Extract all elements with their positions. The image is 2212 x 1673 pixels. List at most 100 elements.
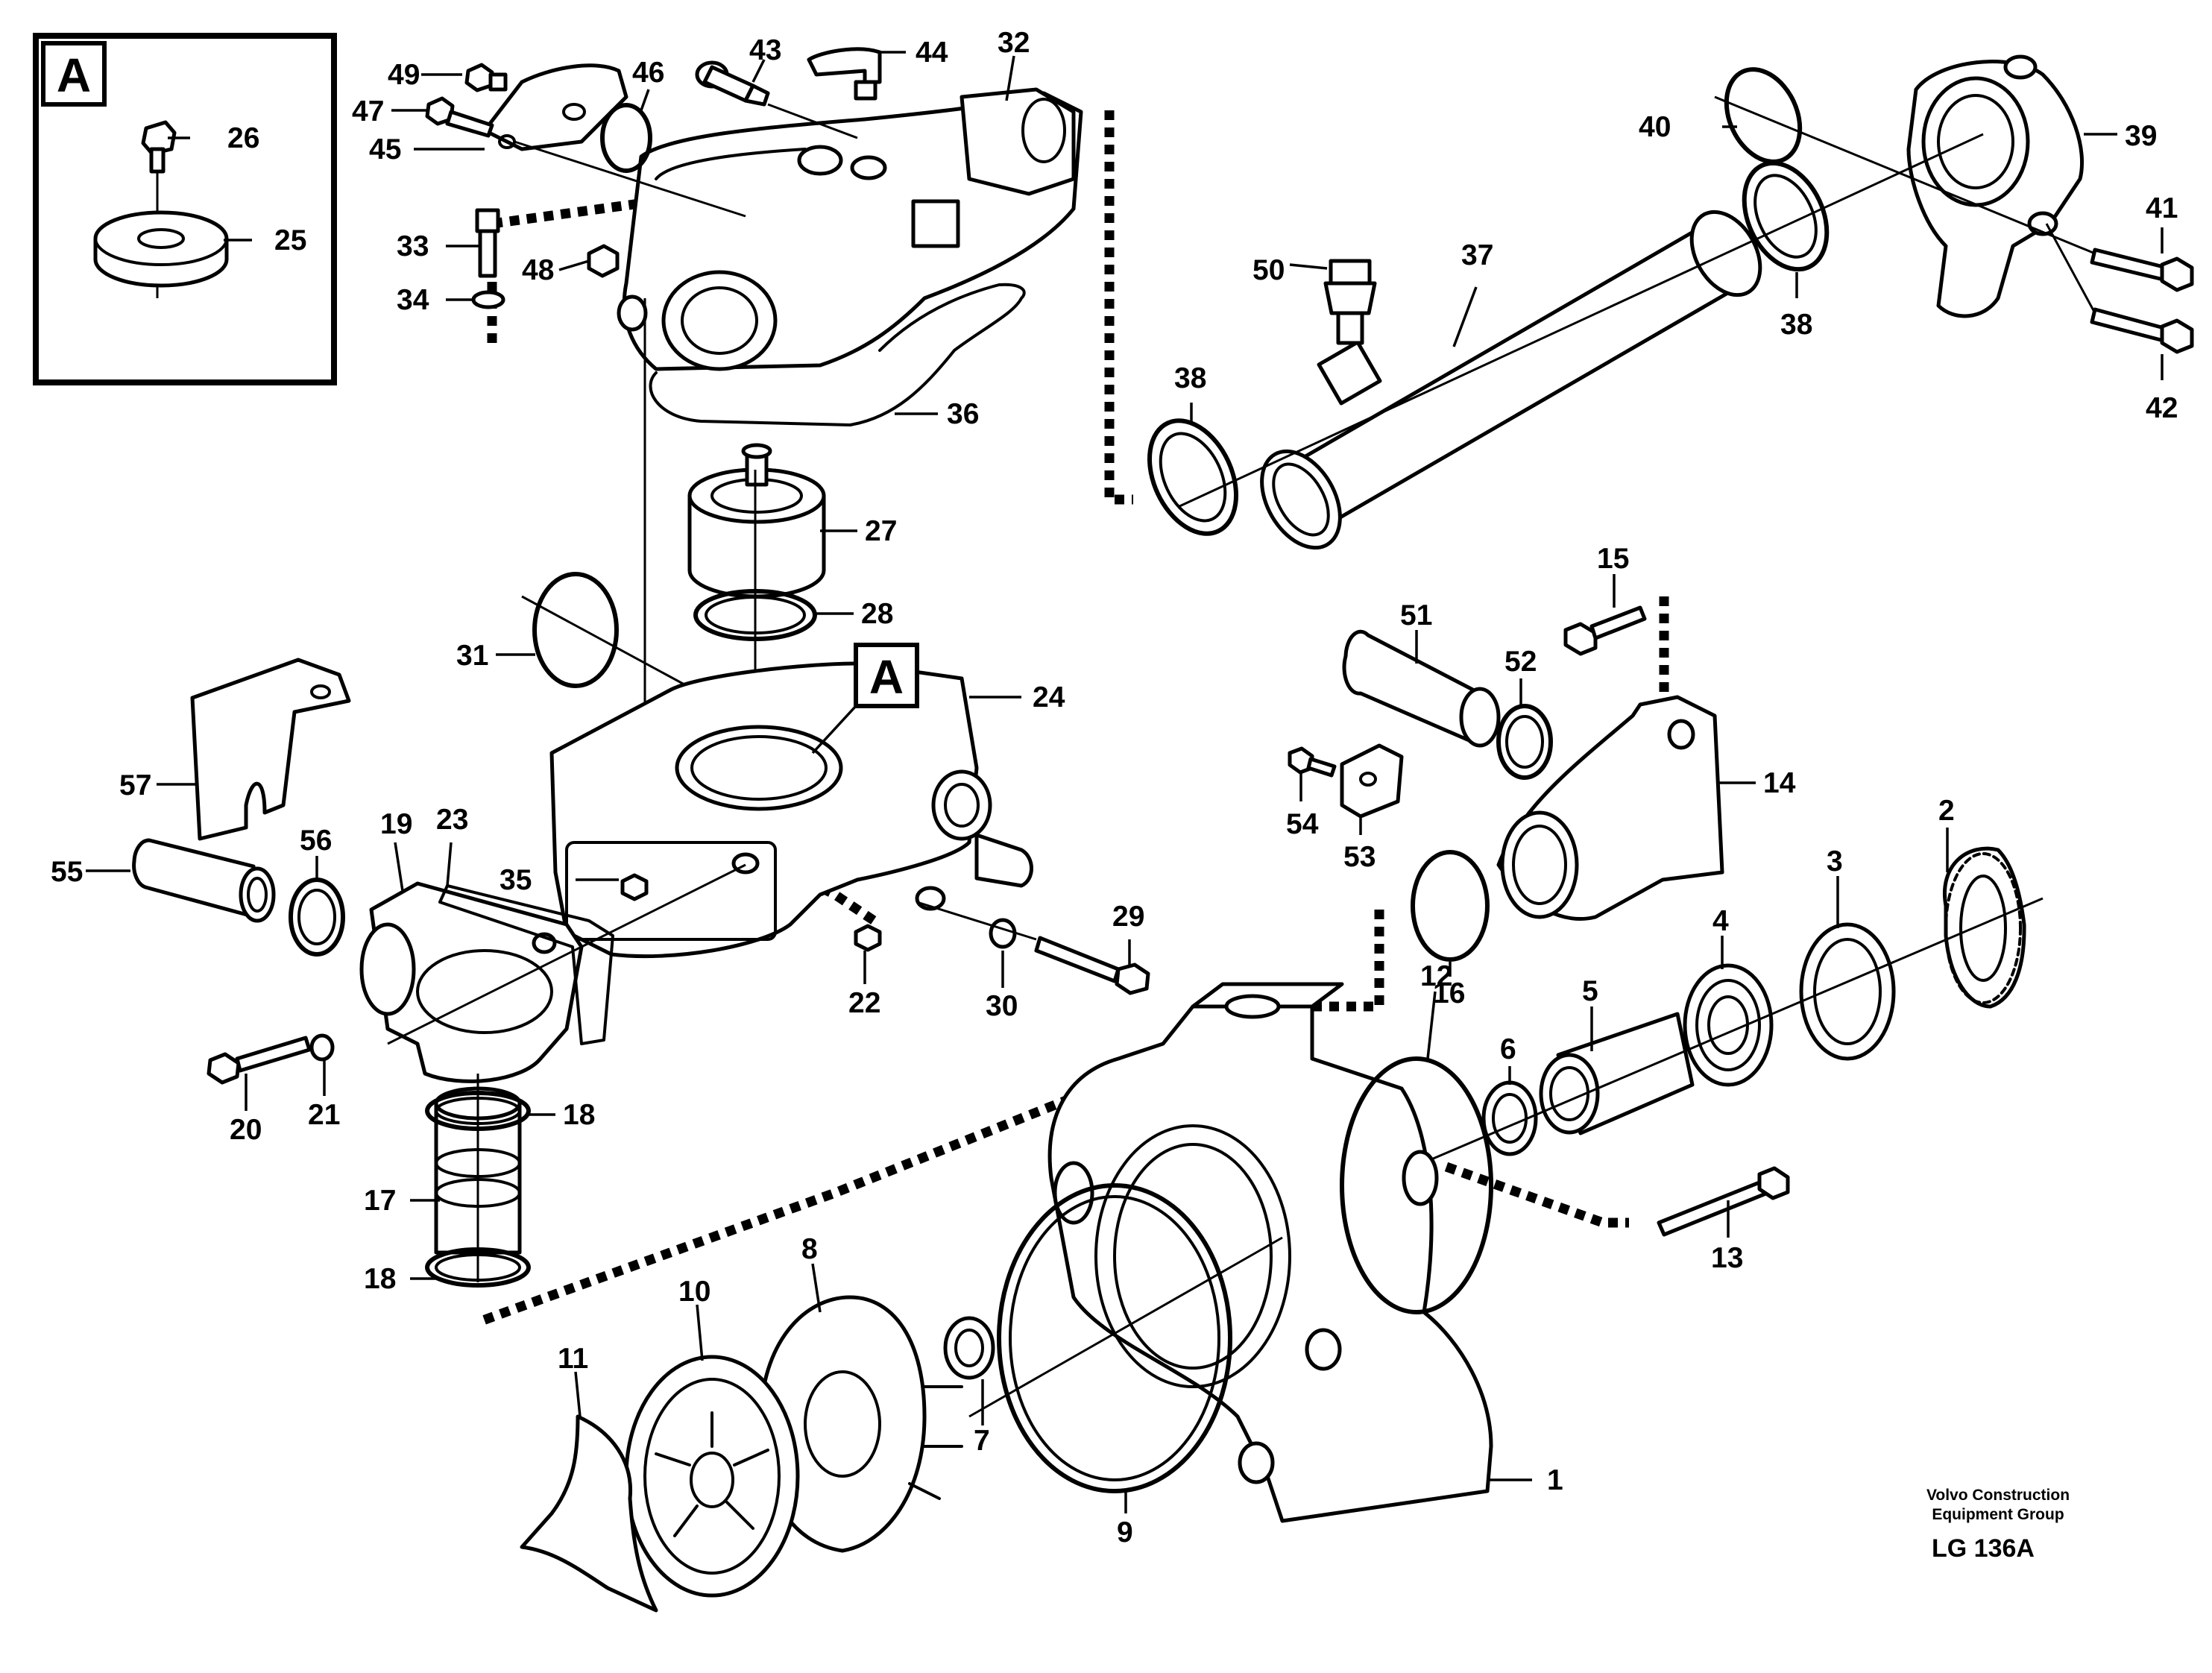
- leaders-top: [391, 51, 1015, 835]
- callout-12: 12: [1420, 960, 1452, 992]
- callout-41: 41: [2146, 192, 2178, 224]
- callout-53: 53: [1343, 841, 1376, 873]
- callout-4: 4: [1712, 905, 1729, 937]
- callout-43: 43: [749, 34, 781, 66]
- nut-35-drawing: [620, 873, 649, 901]
- callout-24: 24: [1033, 681, 1065, 713]
- sleeve-5-drawing: [1539, 1012, 1695, 1135]
- hub-11-drawing: [520, 1414, 658, 1613]
- oring-46-drawing: [600, 103, 652, 173]
- callout-6: 6: [1500, 1033, 1516, 1065]
- callout-40: 40: [1639, 111, 1671, 143]
- thermostat-cover-32: [617, 87, 1083, 371]
- bolt-49-drawing: [464, 63, 508, 92]
- credit-line-2: Equipment Group: [1932, 1506, 2064, 1523]
- gasket-36-drawing: [649, 283, 1026, 426]
- nut-22-drawing: [854, 924, 882, 952]
- callout-15: 15: [1597, 543, 1629, 575]
- callout-54: 54: [1286, 808, 1319, 840]
- oring-40-drawing: [1724, 67, 1803, 164]
- callout-38b: 38: [1780, 309, 1812, 341]
- callout-29: 29: [1112, 901, 1144, 933]
- callout-47: 47: [352, 95, 384, 127]
- washer-25-drawing: [93, 210, 229, 288]
- callout-14: 14: [1763, 767, 1796, 799]
- sensor-43-drawing: [695, 60, 770, 107]
- callout-2: 2: [1938, 795, 1955, 827]
- callout-39: 39: [2125, 120, 2157, 152]
- callout-33: 33: [397, 230, 429, 262]
- bolt-42-drawing: [2090, 307, 2194, 354]
- callout-42: 42: [2146, 392, 2178, 424]
- impeller-8-drawing: [758, 1295, 963, 1553]
- callout-51: 51: [1400, 599, 1432, 631]
- callout-21: 21: [308, 1099, 340, 1131]
- seal-38a-drawing: [1147, 418, 1239, 536]
- washer-30-drawing: [989, 918, 1017, 949]
- callout-32: 32: [998, 27, 1030, 59]
- callout-16: 16: [1433, 977, 1465, 1009]
- gasket-23-drawing: [438, 884, 614, 1045]
- callout-46: 46: [632, 57, 664, 89]
- pipe-55-drawing: [132, 838, 276, 923]
- callout-48: 48: [522, 254, 554, 286]
- callout-26: 26: [227, 122, 259, 154]
- bolt-13-drawing: [1657, 1166, 1790, 1237]
- bolt-47-drawing: [425, 96, 494, 138]
- detail-box-label: A: [57, 48, 91, 102]
- bolt-29-drawing: [1034, 936, 1150, 995]
- callout-3: 3: [1827, 845, 1843, 878]
- elbow-44-drawing: [807, 47, 882, 101]
- callout-34: 34: [397, 284, 429, 316]
- callout-44: 44: [916, 37, 948, 69]
- seal-56-drawing: [289, 878, 345, 957]
- drawing-code: LG 136A: [1932, 1534, 2035, 1563]
- bearing-4-drawing: [1683, 963, 1774, 1087]
- bolt-41-drawing: [2090, 248, 2194, 292]
- cover-10-drawing: [624, 1355, 800, 1598]
- nut-48-drawing: [587, 244, 620, 278]
- callout-57: 57: [119, 769, 151, 801]
- credit-line-1: Volvo Construction: [1926, 1487, 2070, 1504]
- callout-49: 49: [388, 59, 420, 91]
- callout-28: 28: [861, 598, 893, 630]
- callout-45: 45: [369, 133, 401, 166]
- detail-box-a: A 26 25: [33, 33, 337, 385]
- washer-34-drawing: [471, 290, 505, 309]
- seal-38b-drawing: [1742, 160, 1830, 272]
- callout-11: 11: [558, 1343, 588, 1375]
- callout-8: 8: [801, 1233, 818, 1265]
- callout-5: 5: [1582, 975, 1598, 1007]
- callout-52: 52: [1504, 646, 1537, 678]
- callout-38a: 38: [1174, 362, 1206, 394]
- callout-23: 23: [436, 804, 468, 836]
- bolt-15-drawing: [1563, 605, 1647, 656]
- bolt-20-drawing: [207, 1036, 312, 1085]
- pipe-37-drawing: [1260, 209, 1762, 550]
- callout-50: 50: [1252, 254, 1285, 286]
- housing-24-drawing: [549, 661, 1033, 959]
- housing-detail-label: A: [869, 650, 904, 704]
- callout-37: 37: [1461, 239, 1493, 271]
- bracket-57-drawing: [190, 658, 351, 841]
- callout-9: 9: [1117, 1516, 1133, 1548]
- pump-housing-1-drawing: [1047, 982, 1493, 1523]
- gasket-9-drawing: [997, 1183, 1232, 1493]
- callout-56: 56: [300, 825, 332, 857]
- callout-36: 36: [947, 398, 979, 430]
- callout-30: 30: [986, 990, 1018, 1022]
- thermostat-27-drawing: [687, 443, 826, 599]
- pipe-51-drawing: [1342, 629, 1501, 748]
- callout-13: 13: [1711, 1242, 1743, 1274]
- housing-detail-marker: A: [811, 643, 919, 754]
- callout-31: 31: [456, 640, 488, 672]
- clip-53-drawing: [1340, 743, 1404, 819]
- callout-1: 1: [1547, 1464, 1563, 1496]
- drawing-credit: Volvo Construction Equipment Group LG 13…: [1926, 1487, 2070, 1563]
- bolt-54-drawing: [1288, 746, 1337, 778]
- callout-55: 55: [51, 856, 83, 888]
- callout-10: 10: [678, 1276, 710, 1308]
- oring-31-drawing: [532, 572, 619, 688]
- bolt-33-drawing: [475, 208, 500, 278]
